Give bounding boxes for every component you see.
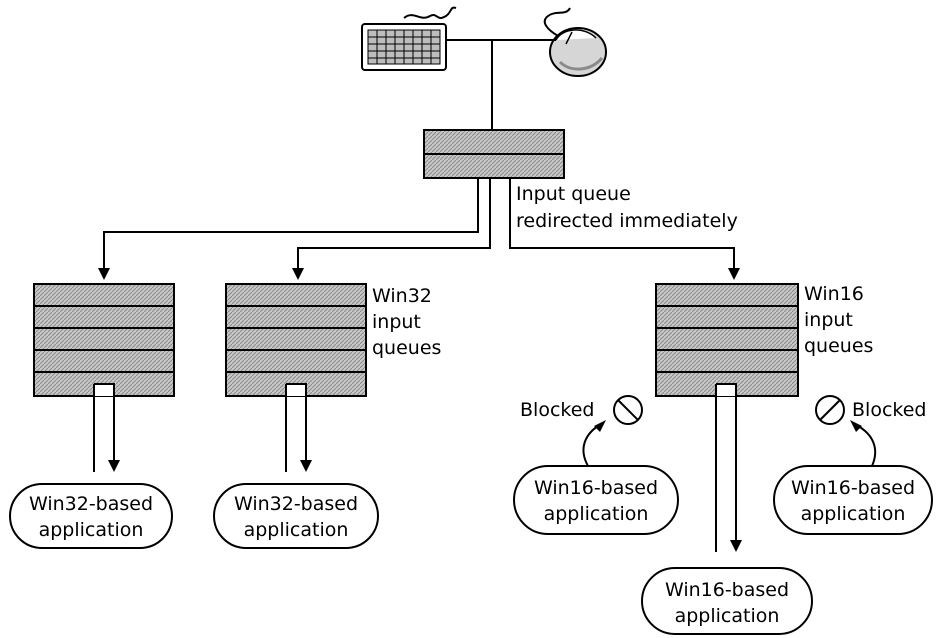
svg-text:Win16: Win16	[804, 283, 864, 305]
route-to-win16-queue	[509, 178, 735, 270]
win32-input-queue-2	[225, 283, 367, 397]
svg-text:input: input	[804, 309, 853, 331]
win16-application-blocked-right: Win16-based application	[773, 465, 933, 535]
svg-text:application: application	[675, 605, 780, 627]
svg-text:application: application	[544, 503, 649, 525]
win32-queues-label: Win32 input queues	[372, 285, 441, 359]
svg-text:Win32-based: Win32-based	[234, 493, 358, 515]
svg-text:input: input	[372, 311, 421, 333]
win16-queue-pipe	[715, 383, 742, 552]
blocked-right-arrow	[857, 425, 877, 467]
blocked-label-left: Blocked	[520, 399, 594, 421]
win32-application-2: Win32-based application	[213, 483, 379, 549]
win32-application-1: Win32-based application	[9, 483, 173, 549]
svg-text:Win16-based: Win16-based	[791, 477, 915, 499]
svg-text:application: application	[39, 519, 144, 541]
keyboard-icon	[361, 6, 457, 71]
win16-application-active: Win16-based application	[641, 567, 813, 635]
mouse-icon	[543, 7, 607, 77]
route-to-win32-queue-2	[297, 178, 491, 270]
input-queue-label-line1: Input queue	[516, 183, 631, 205]
blocked-label-right: Blocked	[852, 399, 926, 421]
win16-queues-label: Win16 input queues	[804, 283, 873, 357]
svg-text:queues: queues	[804, 335, 873, 357]
win32-input-queue-1	[33, 283, 175, 397]
win32-queue-2-pipe	[285, 383, 312, 472]
no-entry-icon	[815, 395, 845, 425]
svg-text:Win32-based: Win32-based	[29, 493, 153, 515]
win16-application-blocked-left: Win16-based application	[513, 465, 679, 535]
svg-text:application: application	[244, 519, 349, 541]
win32-queue-1-pipe	[93, 383, 120, 472]
svg-text:Win16-based: Win16-based	[665, 579, 789, 601]
svg-text:queues: queues	[372, 337, 441, 359]
svg-text:application: application	[801, 503, 906, 525]
no-entry-icon	[613, 395, 643, 425]
route-to-win32-queue-1	[103, 178, 479, 270]
win16-input-queue	[655, 283, 799, 397]
input-queue-label-line2: redirected immediately	[516, 210, 738, 232]
blocked-left-arrow	[582, 425, 599, 467]
system-input-queue	[423, 129, 565, 179]
svg-text:Win16-based: Win16-based	[534, 477, 658, 499]
svg-text:Win32: Win32	[372, 285, 432, 307]
